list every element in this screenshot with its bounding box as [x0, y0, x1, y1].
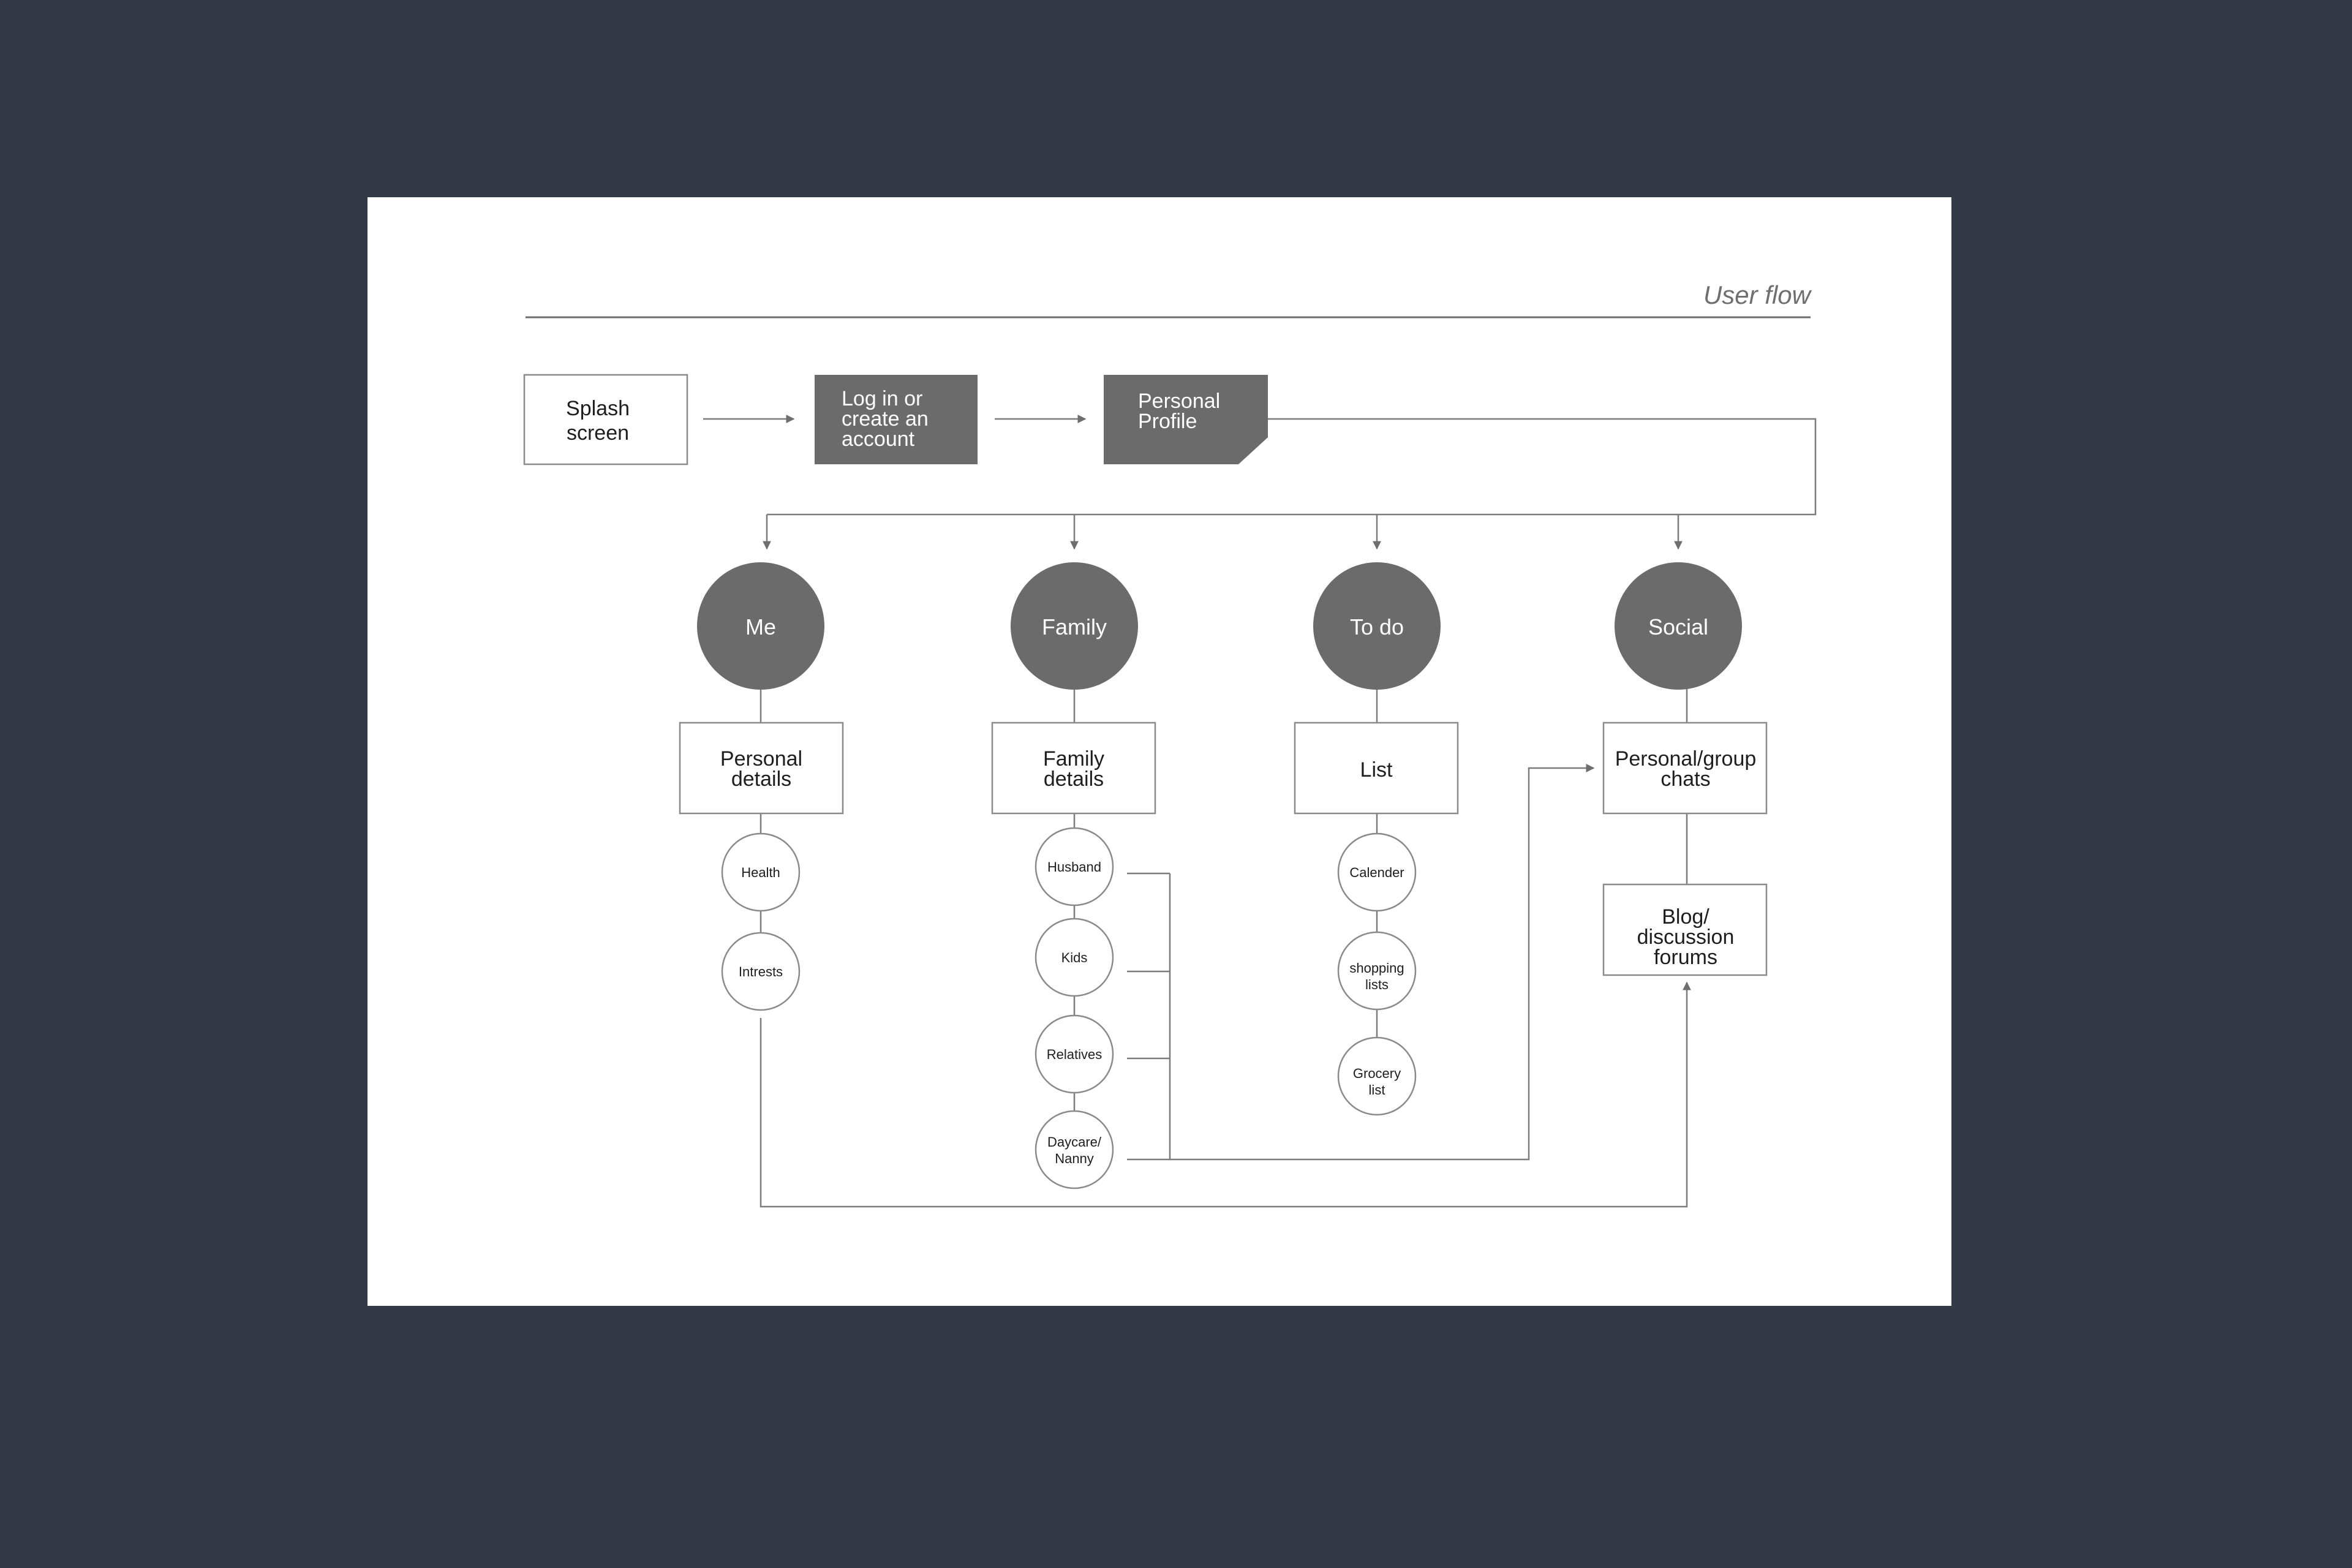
node-health — [721, 832, 801, 912]
node-relatives-label: Relatives — [1047, 1047, 1102, 1062]
node-kids — [1035, 918, 1114, 997]
node-calender-label-line-1: Calender — [1349, 865, 1404, 880]
node-kids-label-line-1: Kids — [1061, 950, 1088, 965]
blog-box — [1602, 883, 1768, 976]
category-social-circle — [1615, 562, 1742, 690]
diagram-title: User flow — [1703, 281, 1812, 309]
node-grocery-list-label-line-2: list — [1369, 1082, 1385, 1098]
splash-screen-label-line-2: screen — [567, 421, 629, 445]
arrow-me-to-blog — [760, 981, 1691, 1208]
family-details-box — [991, 722, 1156, 815]
node-calender — [1337, 832, 1417, 912]
login-label-line-2: create an — [842, 407, 929, 431]
list-label-line-1: List — [1360, 758, 1393, 782]
category-me-circle — [697, 562, 824, 690]
profile-to-bus — [767, 418, 1817, 516]
family-details-label-line-1: Family — [1043, 747, 1104, 771]
login-label-line-1: Log in or — [842, 387, 922, 410]
node-health-label-line-1: Health — [741, 865, 780, 880]
splash-screen-label-line-1: Splash — [566, 397, 630, 420]
node-shopping-lists — [1337, 931, 1417, 1011]
login-box — [815, 375, 978, 464]
family-details-label-line-2: details — [1044, 767, 1104, 791]
node-intrests — [721, 932, 801, 1011]
node-calender-label: Calender — [1349, 865, 1404, 880]
category-todo-circle — [1313, 562, 1441, 690]
node-relatives-label-line-1: Relatives — [1047, 1047, 1102, 1062]
personal-details-box — [679, 722, 844, 815]
personal-profile-label-line-1: Personal — [1138, 390, 1220, 413]
category-family-label: Family — [1042, 614, 1107, 639]
login-label-line-3: account — [842, 428, 915, 451]
connectors — [703, 415, 1817, 1208]
arrow-family-to-chats — [1170, 764, 1595, 1161]
node-daycare-label-line-1: Daycare/ — [1047, 1134, 1102, 1150]
node-relatives — [1035, 1014, 1114, 1094]
personal-profile-box — [1104, 375, 1268, 464]
chats-label-line-2: chats — [1660, 767, 1710, 791]
node-daycare-label-line-2: Nanny — [1055, 1151, 1094, 1166]
node-intrests-label-line-1: Intrests — [739, 964, 783, 979]
node-husband-label: Husband — [1047, 859, 1101, 875]
node-shopping-lists-label-line-1: shopping — [1349, 960, 1404, 976]
category-me-label: Me — [745, 614, 776, 639]
node-husband-label-line-1: Husband — [1047, 859, 1101, 875]
node-grocery-list-label-line-1: Grocery — [1353, 1066, 1401, 1081]
blog-label-line-3: forums — [1654, 946, 1717, 969]
list-label: List — [1360, 758, 1393, 782]
list-box — [1294, 722, 1459, 815]
category-family-circle — [1011, 562, 1138, 690]
node-health-label: Health — [741, 865, 780, 880]
chats-box — [1602, 722, 1768, 815]
category-todo-label: To do — [1350, 614, 1404, 639]
personal-profile-label-line-2: Profile — [1138, 410, 1197, 433]
splash-screen-box — [523, 374, 688, 466]
blog-label-line-2: discussion — [1637, 925, 1735, 949]
node-grocery-list — [1337, 1036, 1417, 1116]
personal-details-label-line-2: details — [731, 767, 791, 791]
node-daycare — [1035, 1110, 1114, 1189]
chats-label-line-1: Personal/group — [1615, 747, 1757, 771]
node-intrests-label: Intrests — [739, 964, 783, 979]
blog-label-line-1: Blog/ — [1662, 905, 1709, 929]
node-shopping-lists-label-line-2: lists — [1365, 977, 1389, 992]
node-daycare-label: Daycare/Nanny — [1047, 1134, 1102, 1166]
node-kids-label: Kids — [1061, 950, 1088, 965]
node-husband — [1035, 827, 1114, 907]
category-social-label: Social — [1648, 614, 1708, 639]
personal-details-label-line-1: Personal — [720, 747, 802, 771]
